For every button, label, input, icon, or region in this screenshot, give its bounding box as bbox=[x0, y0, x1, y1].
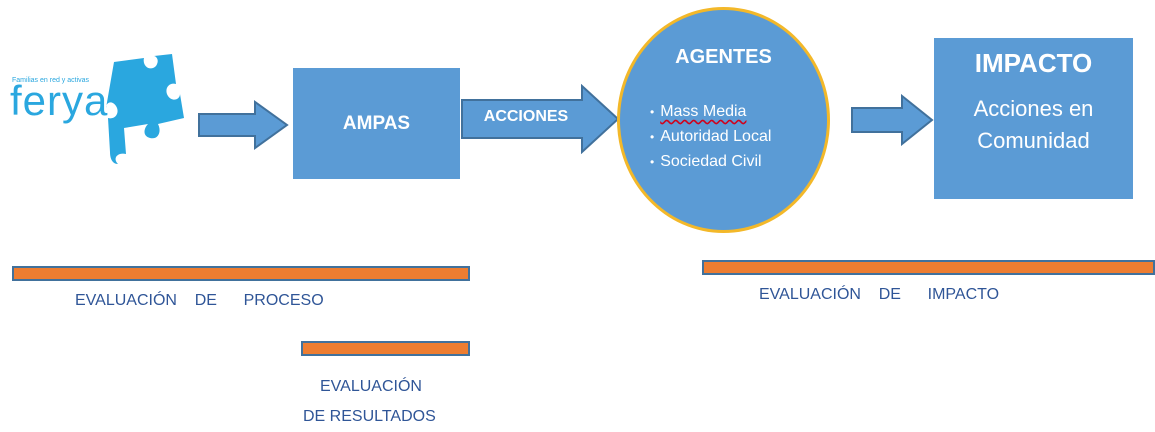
agent-item-label: Mass Media bbox=[660, 103, 747, 120]
ampas-box: AMPAS bbox=[293, 68, 460, 179]
impacto-line-1: Acciones en bbox=[973, 96, 1094, 121]
agent-item-label: Autoridad Local bbox=[660, 127, 772, 145]
agentes-circle: AGENTES Mass Media Autoridad Local Socie… bbox=[617, 7, 830, 233]
agent-item-label: Sociedad Civil bbox=[660, 152, 762, 170]
ampas-label: AMPAS bbox=[342, 112, 411, 134]
impacto-line-2: Comunidad bbox=[977, 127, 1090, 153]
evaluacion-impacto-bar bbox=[702, 260, 1155, 275]
acciones-label: ACCIONES bbox=[483, 108, 569, 125]
evaluacion-impacto-caption: EVALUACIÓN DE IMPACTO bbox=[759, 286, 1000, 303]
agent-item: Autoridad Local bbox=[650, 125, 771, 150]
evaluacion-proceso-caption: EVALUACIÓN DE PROCESO bbox=[75, 292, 324, 309]
agent-item: Mass Media bbox=[650, 100, 771, 125]
acciones-arrow bbox=[461, 84, 620, 154]
ferya-logo: Familias en red y activas ferya bbox=[8, 54, 184, 166]
logo-name: ferya bbox=[10, 77, 109, 124]
agentes-list: Mass Media Autoridad Local Sociedad Civi… bbox=[650, 100, 771, 174]
agent-item: Sociedad Civil bbox=[650, 150, 771, 175]
impacto-title: IMPACTO bbox=[974, 48, 1093, 78]
logo-tagline: Familias en red y activas bbox=[12, 77, 90, 84]
evaluacion-resultados-bar bbox=[301, 341, 470, 356]
impacto-box: IMPACTO Acciones en Comunidad bbox=[934, 38, 1133, 199]
puzzle-piece-icon bbox=[106, 54, 184, 164]
evaluacion-proceso-bar bbox=[12, 266, 470, 281]
evaluacion-resultados-caption-line-2: DE RESULTADOS bbox=[303, 408, 436, 425]
evaluacion-resultados-caption-line-1: EVALUACIÓN bbox=[320, 378, 422, 395]
agentes-title: AGENTES bbox=[675, 46, 772, 68]
arrow-logo-to-ampas bbox=[198, 100, 289, 150]
impacto-body: Acciones en Comunidad bbox=[974, 93, 1094, 157]
arrow-agentes-to-impacto bbox=[851, 94, 934, 146]
